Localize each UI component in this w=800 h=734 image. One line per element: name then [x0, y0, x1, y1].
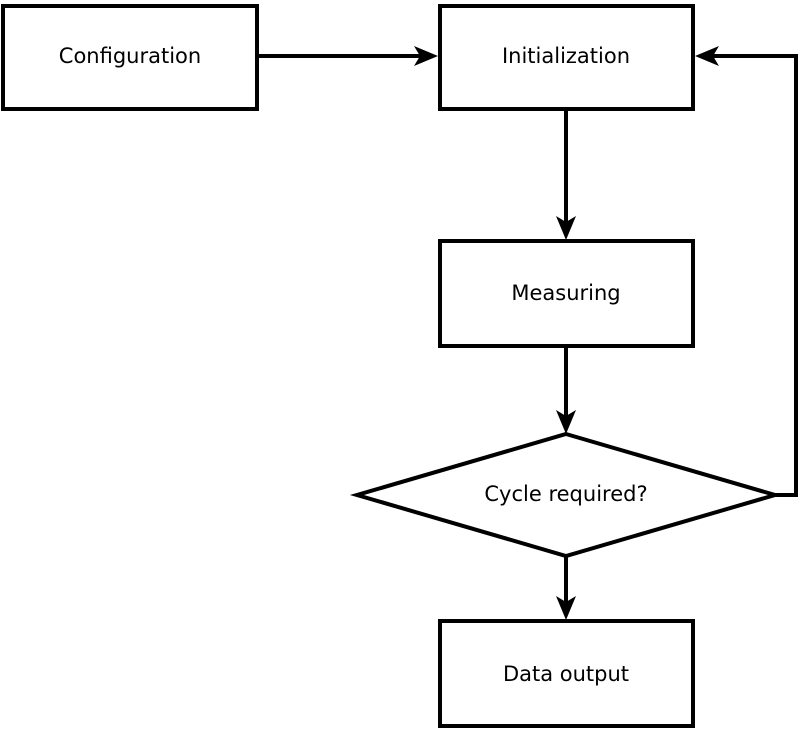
- edge-initialization-to-measuring: [556, 110, 576, 240]
- measuring-box[interactable]: [438, 239, 695, 348]
- arrowhead-decision-loop-to-init: [695, 46, 719, 66]
- data-output-box[interactable]: [438, 619, 695, 728]
- edge-measuring-to-cycle-decision: [556, 348, 576, 434]
- configuration-box[interactable]: [1, 4, 259, 111]
- arrowhead-config-to-init: [414, 46, 438, 66]
- cycle-decision-diamond[interactable]: [349, 431, 783, 559]
- node-configuration[interactable]: Configuration: [1, 4, 259, 111]
- arrowhead-decision-to-output: [556, 596, 576, 620]
- node-data-output[interactable]: Data output: [438, 619, 695, 728]
- initialization-box[interactable]: [438, 4, 695, 111]
- node-initialization[interactable]: Initialization: [438, 4, 695, 111]
- cycle-decision-label: Cycle required?: [484, 482, 647, 506]
- initialization-label: Initialization: [502, 44, 630, 68]
- edge-line-decision-loop: [703, 54, 798, 497]
- edge-configuration-to-initialization: [258, 46, 438, 66]
- node-cycle-decision[interactable]: Cycle required?: [349, 431, 783, 559]
- edge-cycle-decision-to-initialization-loop: [695, 46, 798, 497]
- arrowhead-init-to-measuring: [556, 216, 576, 240]
- edge-cycle-decision-to-data-output: [556, 556, 576, 620]
- data-output-label: Data output: [503, 662, 629, 686]
- arrowhead-measuring-to-decision: [556, 410, 576, 434]
- node-measuring[interactable]: Measuring: [438, 239, 695, 348]
- configuration-label: Configuration: [59, 44, 201, 68]
- measuring-label: Measuring: [511, 281, 620, 305]
